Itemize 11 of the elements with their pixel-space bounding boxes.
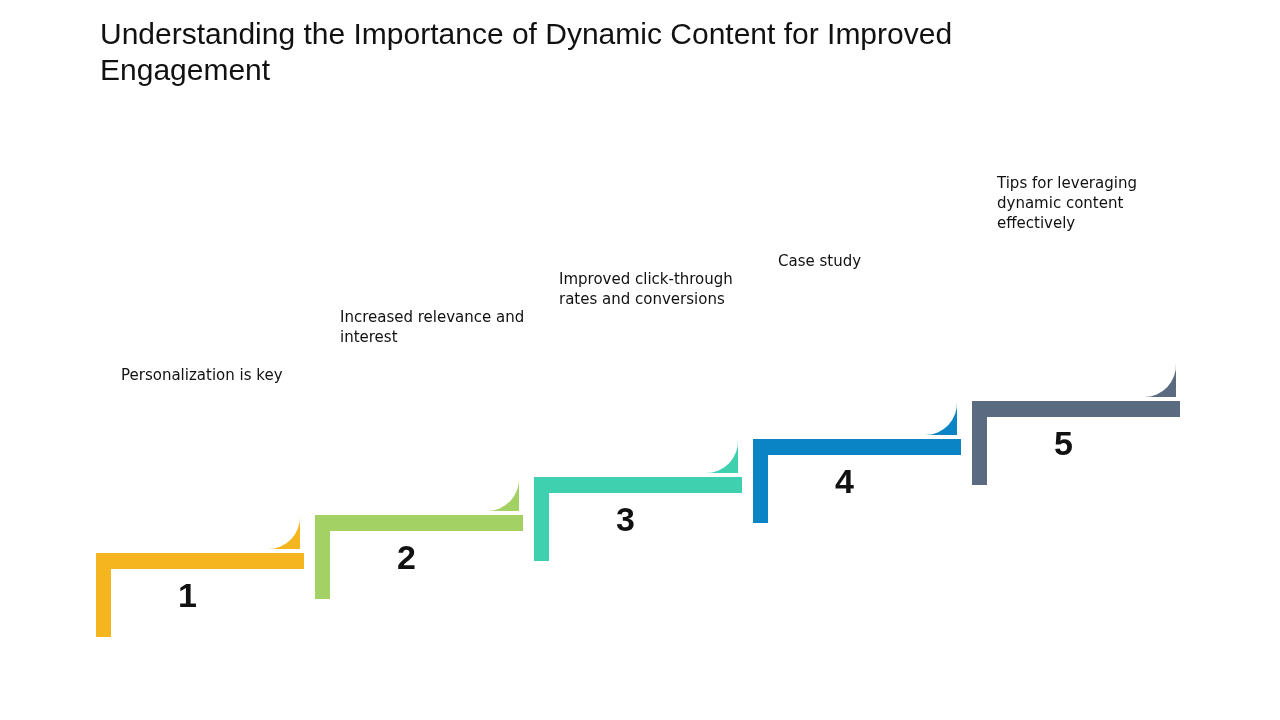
step-number: 1 (178, 577, 197, 613)
diagram-title: Understanding the Importance of Dynamic Content for Improved Engagement (100, 16, 954, 88)
step-number: 3 (616, 501, 635, 537)
step-caption: Personalization is key (121, 365, 284, 385)
step-caption: Case study (778, 251, 863, 271)
step-caption: Improved click-through rates and conversions (559, 269, 734, 309)
step-number: 5 (1054, 425, 1073, 461)
step-number: 2 (397, 539, 416, 575)
step-number: 4 (835, 463, 854, 499)
step-caption: Increased relevance and interest (340, 307, 526, 347)
step-caption: Tips for leveraging dynamic content effectively (997, 173, 1138, 233)
